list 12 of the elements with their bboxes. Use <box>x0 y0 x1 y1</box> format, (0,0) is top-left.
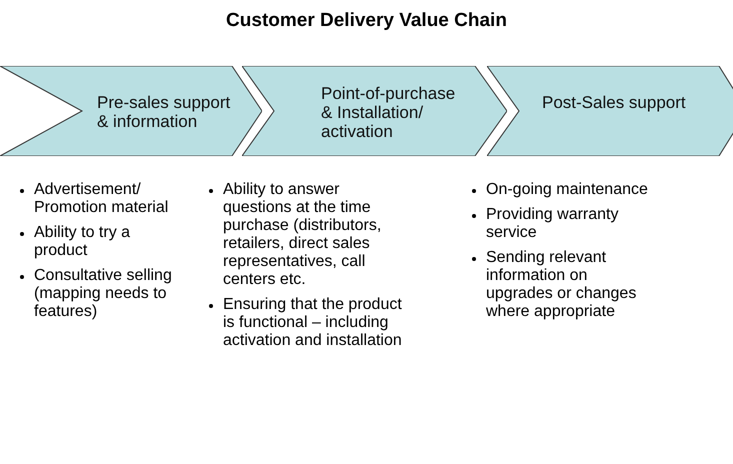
stage-label: Post-Sales support <box>542 93 687 112</box>
bullet-item: Ability to answer questions at the time purchase (distributors, retailers, direct sales representatives, call centers etc. <box>205 181 405 289</box>
bullet-item: Ability to try a product <box>16 224 186 260</box>
bullet-item: Ensuring that the product is functional – including activation and installation <box>205 296 405 350</box>
bullet-item: Consultative selling (mapping needs to features) <box>16 267 186 321</box>
stage-label: Point-of-purchase & Installation/ activation <box>321 84 456 141</box>
bullet-item: Advertisement/ Promotion material <box>16 181 186 217</box>
bullet-item: Sending relevant information on upgrades or changes where appropriate <box>468 249 648 321</box>
diagram-title: Customer Delivery Value Chain <box>225 10 508 32</box>
bullet-item: Providing warranty service <box>468 206 648 242</box>
bullet-item: On-going maintenance <box>468 181 648 199</box>
stage-label: Pre-sales support & information <box>97 93 232 131</box>
